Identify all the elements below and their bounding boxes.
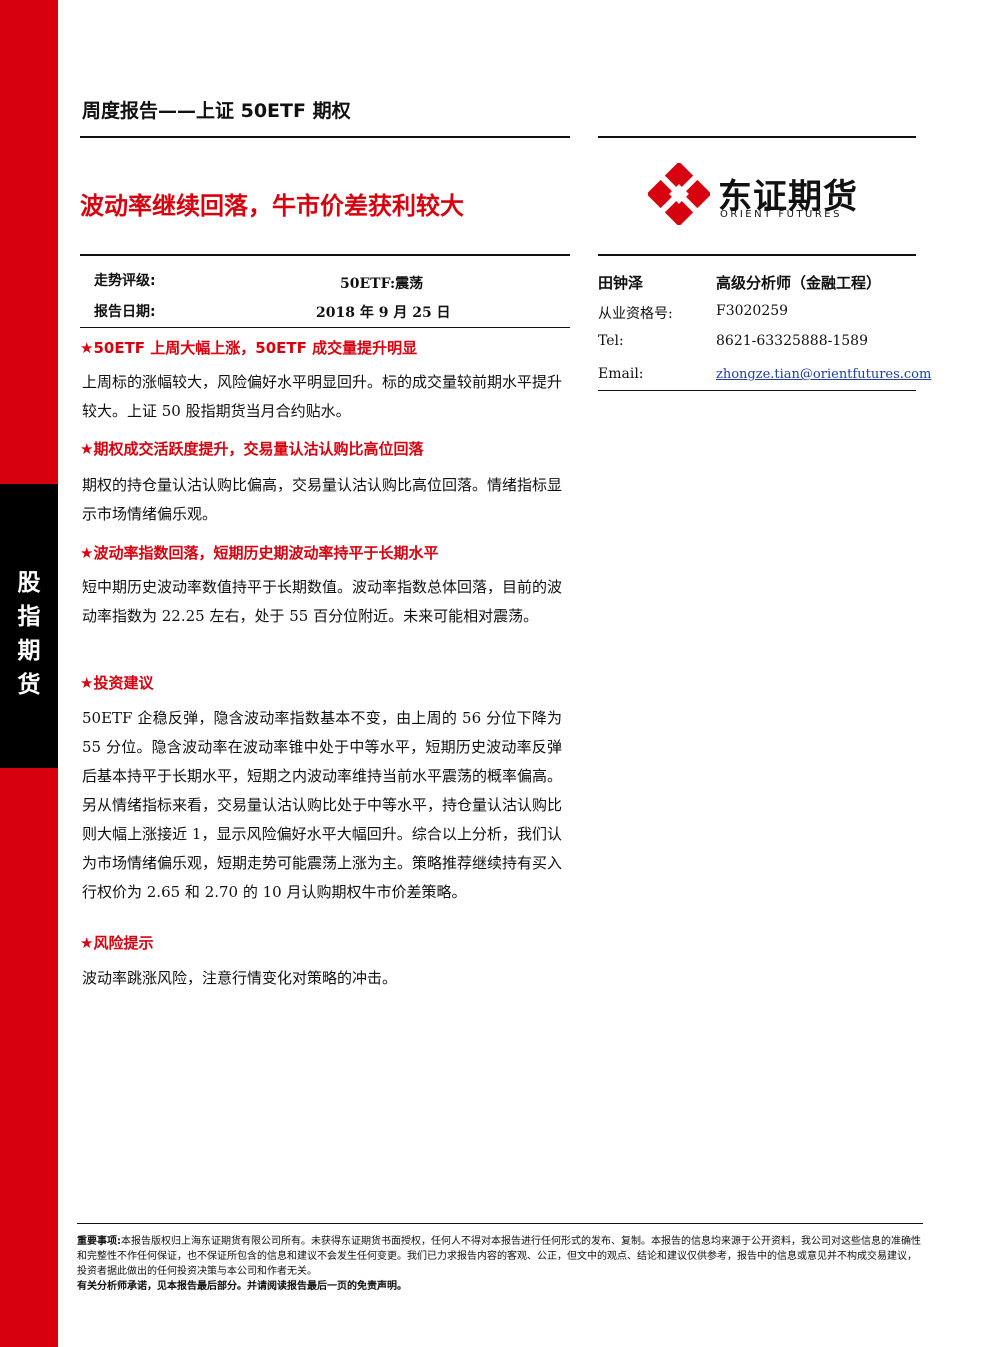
disclaimer-rule (77, 1223, 923, 1224)
logo-name-cn: 东证期货 (718, 177, 858, 217)
category-label: 股 指 期 货 (0, 566, 58, 702)
section-body: 短中期历史波动率数值持平于长期数值。波动率指数总体回落，目前的波动率指数为 22… (82, 578, 563, 625)
email-label: Email: (598, 366, 644, 382)
disclaimer: 重要事项:本报告版权归上海东证期货有限公司所有。未获得东证期货书面授权，任何人不… (77, 1234, 925, 1294)
category-char: 货 (17, 672, 41, 698)
category-band (0, 484, 58, 768)
document-title: 周度报告——上证 50ETF 期权 (82, 100, 351, 122)
analyst-name: 田钟泽 (598, 274, 644, 292)
tel-value: 8621-63325888-1589 (716, 333, 868, 349)
logo-name-en: ORIENT FUTURES (720, 209, 842, 220)
disclaimer-text: 本报告版权归上海东证期货有限公司所有。未获得东证期货书面授权，任何人不得对本报告… (77, 1236, 921, 1277)
rating-value: 50ETF:震荡 (340, 276, 424, 292)
section-body: 50ETF 企稳反弹，隐含波动率指数基本不变，由上周的 56 分位下降为 55 … (82, 709, 563, 901)
analyst-title: 高级分析师（金融工程） (716, 274, 882, 292)
title-rule-right (598, 136, 916, 138)
company-logo: 东证期货 ORIENT FUTURES (648, 163, 868, 227)
section-heading: ★50ETF 上周大幅上涨，50ETF 成交量提升明显 (80, 339, 418, 357)
email-value: zhongze.tian@orientfutures.com (716, 366, 931, 382)
date-value: 2018 年 9 月 25 日 (316, 305, 451, 321)
meta-top-rule (80, 254, 570, 256)
headline: 波动率继续回落，牛市价差获利较大 (80, 192, 464, 220)
analyst-top-rule (598, 254, 916, 256)
license-label: 从业资格号: (598, 306, 673, 322)
category-char: 指 (17, 604, 41, 630)
section-body: 波动率跳涨风险，注意行情变化对策略的冲击。 (82, 969, 398, 987)
section-heading: ★期权成交活跃度提升，交易量认沽认购比高位回落 (80, 440, 424, 458)
rating-label: 走势评级: (94, 273, 156, 289)
section-body: 期权的持仓量认沽认购比偏高，交易量认沽认购比高位回落。情绪指标显示市场情绪偏乐观… (82, 476, 563, 523)
disclaimer-label: 重要事项: (77, 1236, 121, 1247)
meta-bottom-rule (80, 327, 570, 328)
section-heading: ★风险提示 (80, 934, 154, 952)
date-label: 报告日期: (94, 304, 156, 320)
tel-label: Tel: (598, 333, 624, 349)
license-value: F3020259 (716, 303, 789, 319)
analyst-bottom-rule (598, 390, 916, 391)
logo-mark-icon (648, 163, 710, 225)
section-heading: ★投资建议 (80, 674, 154, 692)
email-link[interactable]: zhongze.tian@orientfutures.com (716, 367, 932, 382)
category-char: 股 (17, 570, 41, 596)
section-body: 上周标的涨幅较大，风险偏好水平明显回升。标的成交量较前期水平提升较大。上证 50… (82, 373, 563, 420)
disclaimer-footer: 有关分析师承诺，见本报告最后部分。并请阅读报告最后一页的免责声明。 (77, 1281, 407, 1292)
title-rule (80, 136, 570, 138)
category-char: 期 (17, 638, 41, 664)
section-heading: ★波动率指数回落，短期历史期波动率持平于长期水平 (80, 544, 439, 562)
